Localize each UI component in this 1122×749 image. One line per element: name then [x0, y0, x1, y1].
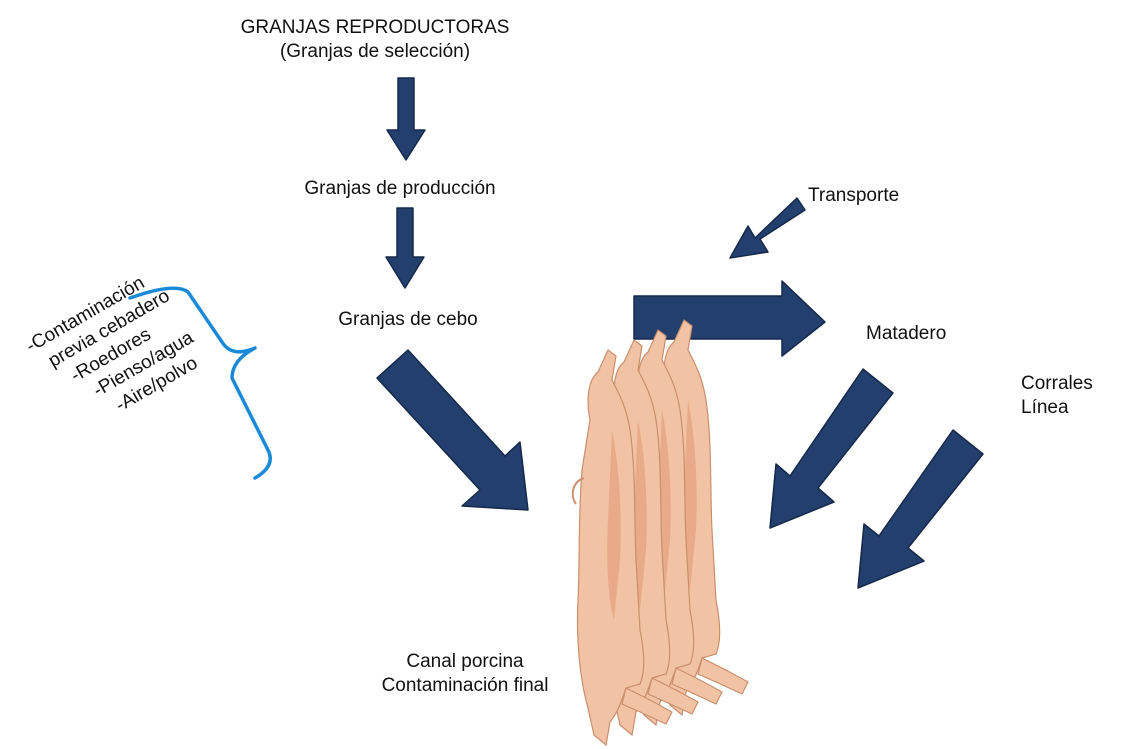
arrow-breeding-to-production	[387, 78, 425, 160]
breeding-subtitle: (Granjas de selección)	[225, 40, 525, 64]
final-contamination-label: Contaminación final	[340, 674, 590, 698]
arrow-transport-to-slaughterhouse	[730, 198, 805, 258]
node-breeding-farms: GRANJAS REPRODUCTORAS (Granjas de selecc…	[225, 16, 525, 64]
arrow-production-to-fattening	[386, 208, 424, 288]
node-transport: Transporte	[808, 184, 899, 208]
arrow-slaughterhouse-to-carcass	[770, 369, 893, 528]
pens-label: Corrales	[1021, 372, 1093, 396]
line-label: Línea	[1021, 396, 1093, 420]
node-fattening-farms: Granjas de cebo	[318, 308, 498, 332]
node-carcass: Canal porcina Contaminación final	[340, 650, 590, 698]
node-production-farms: Granjas de producción	[265, 177, 535, 201]
pig-carcasses-illustration	[573, 320, 748, 745]
node-slaughterhouse: Matadero	[866, 322, 946, 346]
carcass-label: Canal porcina	[340, 650, 590, 674]
arrow-fattening-to-carcass	[377, 350, 528, 510]
breeding-title: GRANJAS REPRODUCTORAS	[225, 16, 525, 40]
arrow-pens-line-to-carcass	[858, 430, 983, 588]
node-pens-line: Corrales Línea	[1021, 372, 1093, 420]
